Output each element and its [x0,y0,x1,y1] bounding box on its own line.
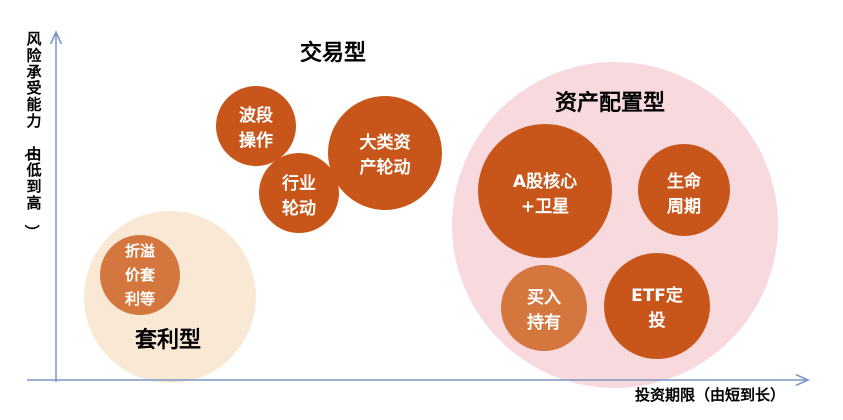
strategy-label-line: 利等 [125,290,155,308]
y-axis-label-char: ） [22,224,40,239]
strategy-etf-investing: ETF定 投 [604,253,710,359]
strategy-label-line: 折溢 [125,242,155,260]
y-axis-label-char: 风 [26,30,41,48]
y-axis-label-char: 险 [26,46,42,64]
group-title-trading: 交易型 [300,40,366,66]
y-axis-label-char: 受 [26,79,41,97]
strategy-bubble [216,86,296,166]
strategy-core-satellite: A股核心 +卫星 [478,124,612,258]
strategy-bubble [478,124,612,258]
strategy-bubble [100,235,180,315]
strategy-label-line: 轮动 [282,198,316,219]
y-axis-label-char: 力 [26,112,41,130]
strategy-label-line: 周期 [667,197,701,217]
strategy-label-line: 生命 [667,171,702,192]
y-axis-label-char: （ [22,142,40,157]
y-axis-label-char: 能 [26,96,41,114]
strategy-label-line: A股核心 [513,171,577,192]
group-title-allocation: 资产配置型 [555,91,665,116]
strategy-sector-rotation: 行业 轮动 [259,153,339,233]
strategy-label-line: 投 [649,310,666,331]
strategy-bubble [501,265,587,351]
y-axis-label: 风险承受能力 （由低到高 ） [22,30,42,239]
strategy-bubble [328,96,442,210]
strategy-buy-and-hold: 买入 持有 [501,265,587,351]
strategy-label-line: +卫星 [521,197,569,217]
strategy-label-line: 买入 [527,288,561,308]
strategy-bubble [638,144,730,236]
strategy-bubble [604,253,710,359]
strategy-label-line: 大类资 [360,132,411,153]
strategy-label-line: 操作 [239,130,273,151]
strategy-label-line: 波段 [239,105,273,126]
strategy-label-line: 价套 [125,266,156,284]
y-axis-label-char: 由 [26,145,41,163]
strategy-arbitrage-pricing: 折溢 价套 利等 [100,235,180,315]
x-axis-label: 投资期限（由短到长） [635,386,785,404]
group-title-arbitrage: 套利型 [135,327,201,353]
y-axis-label-char: 低 [25,161,41,179]
y-axis-label-char: 承 [26,63,41,81]
y-axis-label-char: 到 [26,178,41,196]
strategy-label-line: 持有 [527,312,561,333]
strategy-asset-rotation: 大类资 产轮动 [328,96,442,210]
strategy-bubble [259,153,339,233]
strategy-label-line: 行业 [281,173,316,194]
strategy-label-line: 产轮动 [360,157,411,178]
y-axis-label-char: 高 [26,194,41,212]
strategy-swing-trading: 波段 操作 [216,86,296,166]
strategy-label-line: ETF定 [631,285,683,306]
strategy-life-cycle: 生命 周期 [638,144,730,236]
